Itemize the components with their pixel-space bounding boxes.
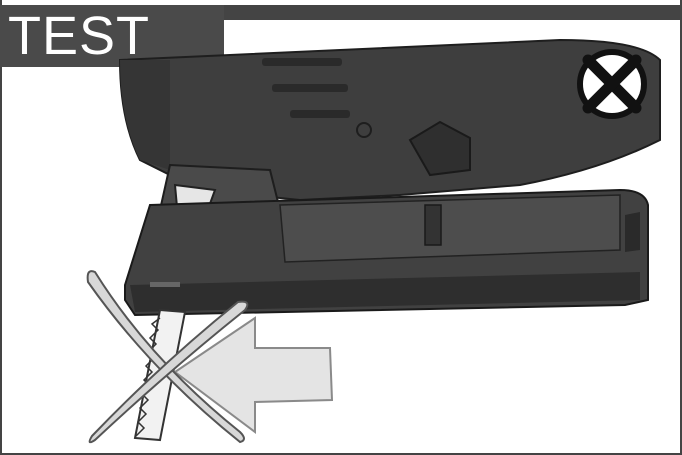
cross-out-icon xyxy=(86,270,249,444)
jigsaw-base-plate xyxy=(124,188,649,317)
prohibited-x-icon xyxy=(577,49,647,119)
push-direction-arrow xyxy=(173,316,334,434)
jigsaw-body xyxy=(118,38,661,202)
